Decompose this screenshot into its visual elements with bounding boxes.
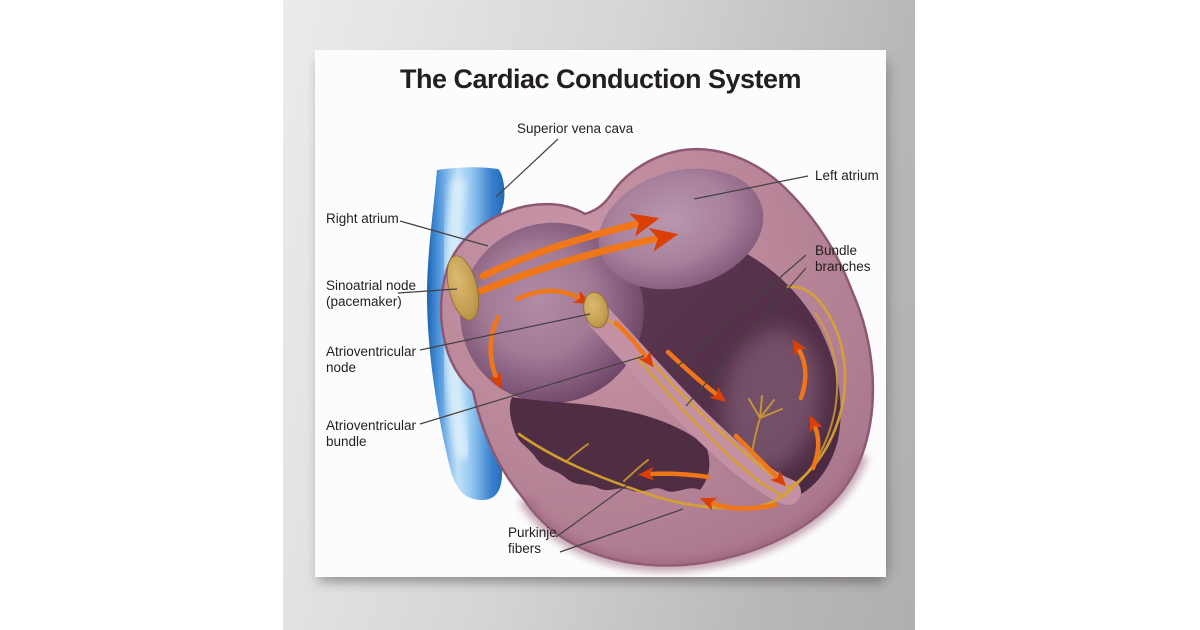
label-sinoatrial-node: Sinoatrial node (pacemaker) bbox=[326, 278, 417, 309]
label-atrioventricular-node: Atrioventricular node bbox=[326, 344, 417, 375]
label-purkinje-fibers: Purkinje fibers bbox=[508, 525, 557, 556]
label-atrioventricular-bundle: Atrioventricular bundle bbox=[326, 418, 417, 449]
label-superior-vena-cava: Superior vena cava bbox=[517, 121, 634, 136]
poster-title: The Cardiac Conduction System bbox=[399, 64, 802, 94]
label-left-atrium: Left atrium bbox=[815, 168, 879, 183]
label-right-atrium: Right atrium bbox=[326, 211, 399, 226]
label-bundle-branches: Bundle branches bbox=[815, 243, 871, 274]
